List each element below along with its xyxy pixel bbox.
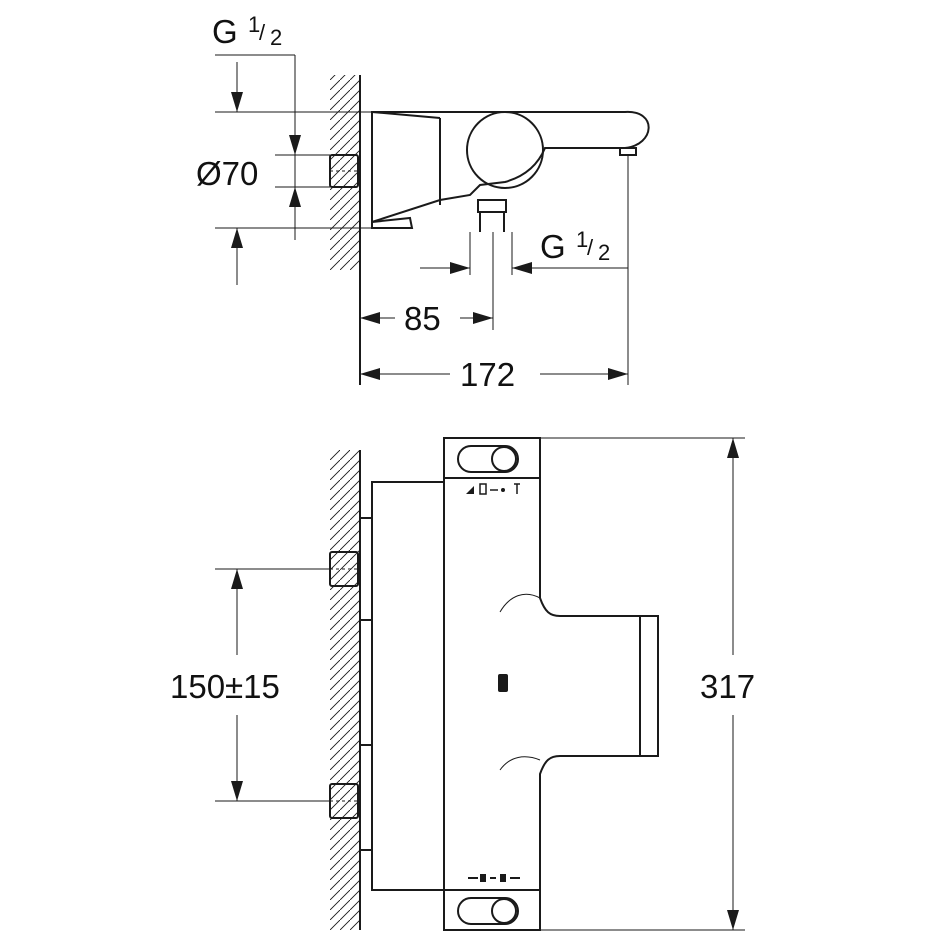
mixer-body-side xyxy=(371,110,650,224)
diameter-label: Ø70 xyxy=(196,155,258,192)
inlet-thread-slash: / xyxy=(259,20,266,45)
wall-to-outlet-label: 85 xyxy=(404,300,441,337)
inlet-thread-label: G xyxy=(212,13,238,50)
logo-icon xyxy=(498,674,508,692)
shower-symbol-icon xyxy=(466,483,520,495)
side-view: G 1 / 2 Ø70 G 1 / 2 85 172 xyxy=(196,12,650,393)
inlet-thread-numerator: 1 xyxy=(248,12,260,37)
front-view: 150±15 317 xyxy=(170,437,755,931)
top-handle-slot xyxy=(457,445,519,473)
overall-height-label: 317 xyxy=(700,668,755,705)
inlet-spacing-label: 150±15 xyxy=(170,668,280,705)
spout-outlet-side xyxy=(619,147,637,156)
outlet-thread-label: G xyxy=(540,228,566,265)
overall-depth-label: 172 xyxy=(460,356,515,393)
mixer-body-front xyxy=(443,437,659,931)
temperature-symbol-icon xyxy=(468,874,520,882)
bottom-outlet-side xyxy=(477,199,507,213)
inlet-thread-denominator: 2 xyxy=(270,25,282,50)
outlet-thread-numerator: 1 xyxy=(576,227,588,252)
bottom-handle-slot xyxy=(457,897,519,925)
wall-hatch-top xyxy=(330,75,360,270)
wall-hatch-bottom xyxy=(330,450,360,930)
mixer-body-rear xyxy=(371,481,445,891)
handle-knob-side xyxy=(466,111,544,189)
outlet-thread-slash: / xyxy=(587,235,594,260)
outlet-thread-denominator: 2 xyxy=(598,240,610,265)
